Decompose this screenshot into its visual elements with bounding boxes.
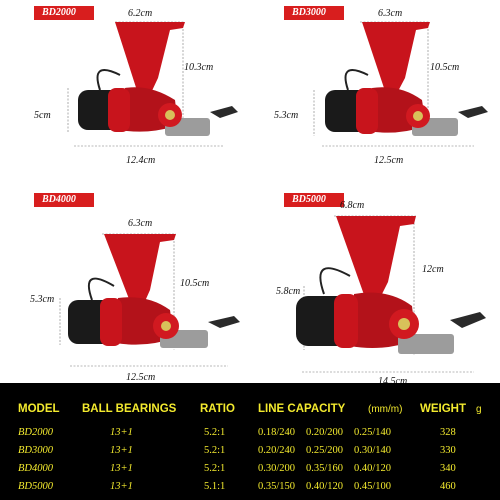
spool-label: 5cm <box>34 110 51 121</box>
cell-model: BD2000 <box>18 427 53 438</box>
cell-capacity-3: 0.30/140 <box>354 445 392 456</box>
cell-capacity-3: 0.40/120 <box>354 463 392 474</box>
cell-model: BD5000 <box>18 481 53 492</box>
top-width-label: 6.3cm <box>128 218 153 229</box>
cell-bearings: 13+1 <box>110 427 133 438</box>
spool-label: 5.3cm <box>30 294 55 305</box>
reel-panel-bd5000: BD5000 6.8cm 12cm 5.8cm 14.5cm <box>250 190 500 387</box>
reel-panel-bd2000: BD2000 6.2cm 10.3cm 5cm 12.4cm <box>0 0 250 190</box>
spool-label: 5.8cm <box>276 286 301 297</box>
height-label: 12cm <box>422 264 444 275</box>
height-label: 10.5cm <box>430 62 460 73</box>
spinning-reel-image <box>67 21 238 147</box>
top-width-label: 6.8cm <box>340 200 365 211</box>
header-capacity-unit: (mm/m) <box>368 404 403 415</box>
header-weight-unit: g <box>476 404 482 415</box>
reel-panel-bd3000: BD3000 6.3cm 10.5cm 5.3cm 12.5cm <box>250 0 500 190</box>
cell-weight: 460 <box>440 481 456 492</box>
cell-capacity-1: 0.18/240 <box>258 427 296 438</box>
cell-weight: 340 <box>440 463 456 474</box>
length-label: 12.4cm <box>126 155 156 166</box>
reel-body-shape <box>325 22 488 136</box>
cell-model: BD4000 <box>18 463 53 474</box>
model-badge: BD3000 <box>284 6 344 20</box>
spinning-reel-image <box>313 21 488 147</box>
header-model: MODEL <box>18 403 60 415</box>
reel-panel-bd4000: BD4000 6.3cm 10.5cm 5.3cm 12.5cm <box>0 190 250 383</box>
reel-body-shape <box>68 234 240 348</box>
spool-label: 5.3cm <box>274 110 299 121</box>
model-badge: BD2000 <box>34 6 94 20</box>
height-label: 10.3cm <box>184 62 214 73</box>
reel-body-shape <box>78 22 238 136</box>
header-line-capacity: LINE CAPACITY <box>258 403 346 415</box>
cell-weight: 330 <box>440 445 456 456</box>
cell-capacity-2: 0.20/200 <box>306 427 344 438</box>
specs-table: MODEL BALL BEARINGS RATIO LINE CAPACITY … <box>0 383 500 500</box>
header-weight: WEIGHT <box>420 403 466 415</box>
header-ball-bearings: BALL BEARINGS <box>82 403 177 415</box>
cell-ratio: 5.2:1 <box>204 445 226 456</box>
cell-capacity-2: 0.40/120 <box>306 481 344 492</box>
cell-weight: 328 <box>440 427 456 438</box>
cell-ratio: 5.1:1 <box>204 481 226 492</box>
spinning-reel-image <box>296 215 486 373</box>
cell-capacity-3: 0.25/140 <box>354 427 392 438</box>
cell-model: BD3000 <box>18 445 53 456</box>
cell-capacity-1: 0.35/150 <box>258 481 296 492</box>
header-ratio: RATIO <box>200 403 235 415</box>
length-label: 12.5cm <box>126 372 156 383</box>
top-width-label: 6.2cm <box>128 8 153 19</box>
cell-capacity-2: 0.25/200 <box>306 445 344 456</box>
top-width-label: 6.3cm <box>378 8 403 19</box>
cell-bearings: 13+1 <box>110 481 133 492</box>
cell-bearings: 13+1 <box>110 445 133 456</box>
cell-ratio: 5.2:1 <box>204 427 226 438</box>
cell-capacity-1: 0.20/240 <box>258 445 296 456</box>
cell-capacity-2: 0.35/160 <box>306 463 344 474</box>
length-label: 12.5cm <box>374 155 404 166</box>
length-label: 14.5cm <box>378 376 408 387</box>
cell-bearings: 13+1 <box>110 463 133 474</box>
model-badge: BD5000 <box>284 193 344 207</box>
cell-ratio: 5.2:1 <box>204 463 226 474</box>
reel-body-shape <box>296 216 486 354</box>
spinning-reel-image <box>59 233 240 367</box>
model-badge: BD4000 <box>34 193 94 207</box>
height-label: 10.5cm <box>180 278 210 289</box>
cell-capacity-1: 0.30/200 <box>258 463 296 474</box>
cell-capacity-3: 0.45/100 <box>354 481 392 492</box>
